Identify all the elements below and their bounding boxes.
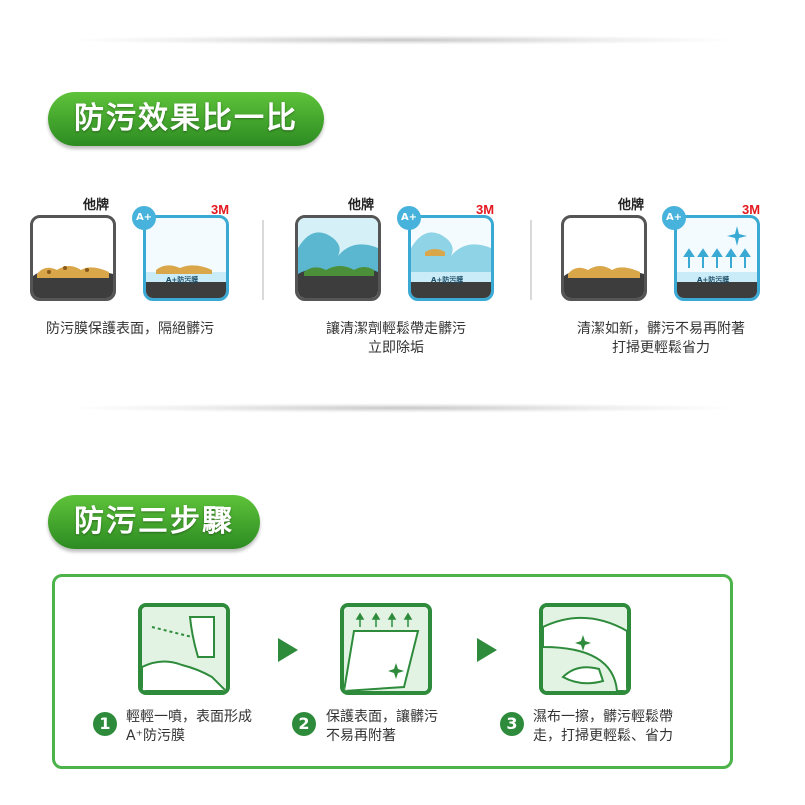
protect-step-illustration	[340, 603, 432, 695]
step-arrow-icon	[477, 638, 497, 662]
3m-clean-illustration: A+防污膜	[674, 215, 760, 301]
step-number-2: 2	[292, 712, 316, 736]
a-plus-badge: A+	[662, 206, 686, 230]
spray-step-illustration	[138, 603, 230, 695]
step-number-1: 1	[93, 712, 117, 736]
steps-panel	[52, 574, 733, 769]
step-3-text: 濕布一擦，髒污輕鬆帶 走，打掃更輕鬆、省力	[533, 709, 673, 744]
other-brand-residue-illustration	[561, 215, 647, 301]
section-title-steps: 防污三步驟	[48, 495, 260, 549]
film-label: A+防污膜	[697, 276, 730, 284]
a-plus-badge: A+	[397, 206, 421, 230]
brand-3m-label: 3M	[211, 202, 230, 217]
wipe-step-illustration	[539, 603, 631, 695]
3m-cleaning-illustration: A+防污膜	[408, 215, 494, 301]
other-brand-label: 他牌	[83, 198, 110, 213]
other-brand-label: 他牌	[348, 198, 375, 213]
caption-1: 防污膜保護表面，隔絕髒污	[46, 321, 214, 337]
caption-2: 讓清潔劑輕鬆帶走髒污 立即除垢	[326, 321, 466, 356]
step-number-3: 3	[500, 712, 524, 736]
section-title-comparison: 防污效果比一比	[48, 92, 324, 146]
top-divider	[60, 35, 745, 45]
3m-film-illustration: A+防污膜	[143, 215, 229, 301]
other-brand-label: 他牌	[618, 198, 645, 213]
caption-3: 清潔如新，髒污不易再附著 打掃更輕鬆省力	[577, 321, 745, 356]
step-arrow-icon	[278, 638, 298, 662]
film-label: A+防污膜	[431, 276, 464, 284]
step-1-text: 輕輕一噴，表面形成 A⁺防污膜	[126, 709, 252, 744]
middle-divider	[60, 403, 745, 413]
panel-separator	[530, 220, 532, 300]
other-brand-cleaning-illustration	[295, 215, 381, 301]
brand-3m-label: 3M	[476, 202, 495, 217]
brand-3m-label: 3M	[742, 202, 761, 217]
other-brand-illustration	[30, 215, 116, 301]
panel-separator	[262, 220, 264, 300]
film-label: A+防污膜	[166, 276, 199, 284]
step-2-text: 保護表面，讓髒污 不易再附著	[326, 709, 438, 744]
a-plus-badge: A+	[132, 206, 156, 230]
